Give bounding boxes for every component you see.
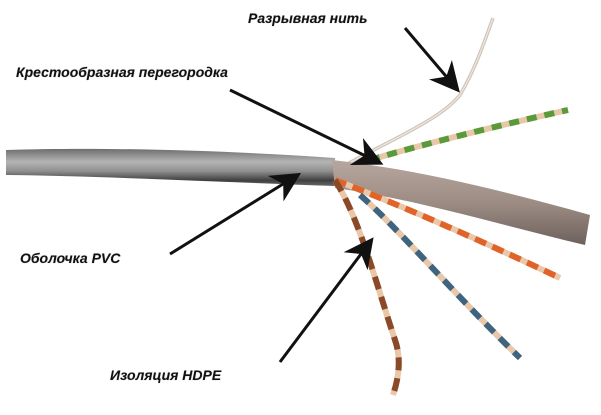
annotation-arrows: [169, 27, 460, 363]
cross-separator: [332, 160, 590, 245]
pvc-sheath: [6, 148, 335, 186]
arrow-ripcord: [403, 27, 460, 93]
arrow-sheath: [169, 172, 302, 256]
pair-orange: [333, 177, 562, 281]
arrow-separator: [229, 88, 384, 165]
label-cross-separator: Крестообразная перегородка: [16, 64, 228, 80]
arrow-insulation: [278, 237, 374, 363]
pair-green: [369, 107, 569, 163]
label-ripcord: Разрывная нить: [248, 10, 368, 26]
pair-brown: [332, 178, 402, 396]
label-hdpe-insulation: Изоляция HDPE: [110, 367, 222, 383]
pair-blue: [358, 192, 523, 361]
label-pvc-sheath: Оболочка PVC: [20, 250, 121, 266]
